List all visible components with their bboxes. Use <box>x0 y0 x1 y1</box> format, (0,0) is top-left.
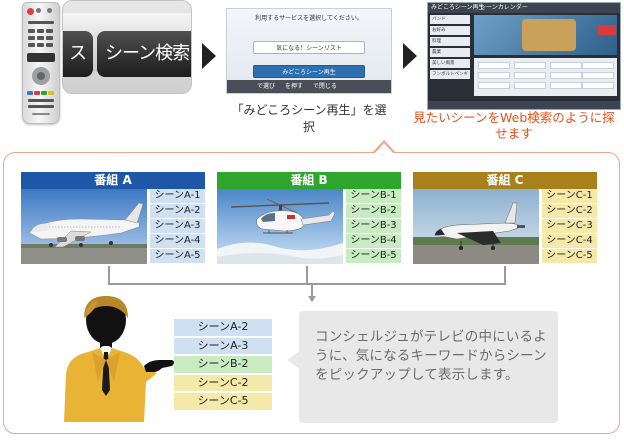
scene-item[interactable]: シーンB-1 <box>346 189 401 204</box>
partial-key-glyph: ス <box>63 31 93 77</box>
airliner-image <box>21 189 147 264</box>
speech-bubble <box>299 311 558 423</box>
connector-line <box>108 283 506 285</box>
speech-bubble-tail <box>287 350 301 370</box>
arrow-down-icon <box>308 296 316 302</box>
helicopter-image <box>217 189 343 264</box>
program-a-card: 番組 A シーンA-1 シーンA-2 シーンA-3 シーンA-4 シーンA-5 <box>21 172 205 264</box>
connector-line <box>306 266 308 284</box>
space-shuttle-image <box>413 189 539 264</box>
screen-menu-item: 農業 <box>430 48 470 57</box>
scene-item[interactable]: シーンB-5 <box>346 248 401 264</box>
program-a-title: 番組 A <box>21 172 205 189</box>
connector-line <box>504 266 506 284</box>
tv-screen-thumbnail: みどころシーン再生 シーンカレンダー バンド お好み 料理 農業 美しい風景 フ… <box>427 2 621 110</box>
screen-menu-item: バンド <box>430 15 470 24</box>
scene-item[interactable]: シーンA-1 <box>150 189 205 204</box>
screen-title-bar: みどころシーン再生 シーンカレンダー <box>428 3 620 13</box>
screen-badge <box>598 25 616 35</box>
picked-scene-item[interactable]: シーンC-2 <box>174 374 272 391</box>
connector-line <box>311 283 313 297</box>
dialog-prompt: 利用するサービスを選択してください。 <box>255 15 363 22</box>
concierge-person-icon <box>64 296 174 422</box>
scene-item[interactable]: シーンA-4 <box>150 233 205 249</box>
dialog-footer: で選び を押す で閉じる <box>227 80 391 93</box>
option-scene-list[interactable]: 気になる！シーンリスト <box>253 41 365 54</box>
scene-item[interactable]: シーンC-3 <box>542 218 597 234</box>
program-c-title: 番組 C <box>413 172 597 189</box>
footer-close-hint: で閉じる <box>312 83 337 90</box>
connector-line <box>108 266 110 284</box>
scene-item[interactable]: シーンC-1 <box>542 189 597 204</box>
remote-zoom-view: ス シーン検索 <box>62 0 192 94</box>
screen-keyword-panel <box>474 58 617 96</box>
program-c-card: 番組 C シーンC-1 シーンC-2 シーンC-3 シーンC-4 シーンC-5 <box>413 172 597 264</box>
screen-menu-item: 美しい風景 <box>430 59 470 68</box>
screen-menu: バンド お好み 料理 農業 美しい風景 フンボルトペンギン <box>430 15 470 86</box>
picked-scene-item[interactable]: シーンA-2 <box>174 319 272 336</box>
scene-item[interactable]: シーンA-5 <box>150 248 205 264</box>
screen-title: みどころシーン再生 <box>431 4 485 11</box>
screen-banner <box>474 15 617 55</box>
footer-select-hint: で選び <box>257 83 276 90</box>
program-b-card: 番組 B シーンB-1 シーンB-2 シーンB-3 シーンB-4 シーンB-5 <box>217 172 401 264</box>
picked-scene-item[interactable]: シーンA-3 <box>174 337 272 354</box>
search-callout: 見たいシーンをWeb検索のように探せます <box>413 110 615 141</box>
scene-item[interactable]: シーンC-5 <box>542 248 597 264</box>
service-select-dialog: 利用するサービスを選択してください。 気になる！シーンリスト みどころシーン再生… <box>226 8 392 94</box>
picked-scene-item[interactable]: シーンC-5 <box>174 393 272 410</box>
panel-pointer-fill <box>374 143 394 154</box>
screen-subtitle: シーンカレンダー <box>480 4 528 11</box>
program-b-title: 番組 B <box>217 172 401 189</box>
screen-menu-item: お好み <box>430 26 470 35</box>
concierge-description: コンシェルジュがテレビの中にいるように、気になるキーワードからシーンをピックアッ… <box>315 329 547 383</box>
scene-item[interactable]: シーンC-4 <box>542 233 597 249</box>
picked-scene-list: シーンA-2 シーンA-3 シーンB-2 シーンC-2 シーンC-5 <box>174 319 272 412</box>
scene-item[interactable]: シーンA-2 <box>150 203 205 219</box>
right-arrow-icon <box>403 43 417 69</box>
screen-menu-item: 料理 <box>430 37 470 46</box>
picked-scene-item[interactable]: シーンB-2 <box>174 356 272 373</box>
scene-item[interactable]: シーンC-2 <box>542 203 597 219</box>
option-highlight-playback[interactable]: みどころシーン再生 <box>253 65 365 78</box>
scene-item[interactable]: シーンB-2 <box>346 203 401 219</box>
scene-search-key[interactable]: シーン検索 <box>97 31 191 77</box>
scene-item[interactable]: シーンA-3 <box>150 218 205 234</box>
program-c-scene-list: シーンC-1 シーンC-2 シーンC-3 シーンC-4 シーンC-5 <box>542 189 597 264</box>
screen-menu-item: フンボルトペンギン <box>430 70 470 86</box>
program-b-scene-list: シーンB-1 シーンB-2 シーンB-3 シーンB-4 シーンB-5 <box>346 189 401 264</box>
right-arrow-icon <box>202 43 216 69</box>
footer-press-hint: を押す <box>284 83 303 90</box>
program-a-scene-list: シーンA-1 シーンA-2 シーンA-3 シーンA-4 シーンA-5 <box>150 189 205 264</box>
scene-item[interactable]: シーンB-4 <box>346 233 401 249</box>
scene-item[interactable]: シーンB-3 <box>346 218 401 234</box>
remote-control <box>22 2 60 124</box>
select-caption: 「みどころシーン再生」を選択 <box>231 103 387 134</box>
